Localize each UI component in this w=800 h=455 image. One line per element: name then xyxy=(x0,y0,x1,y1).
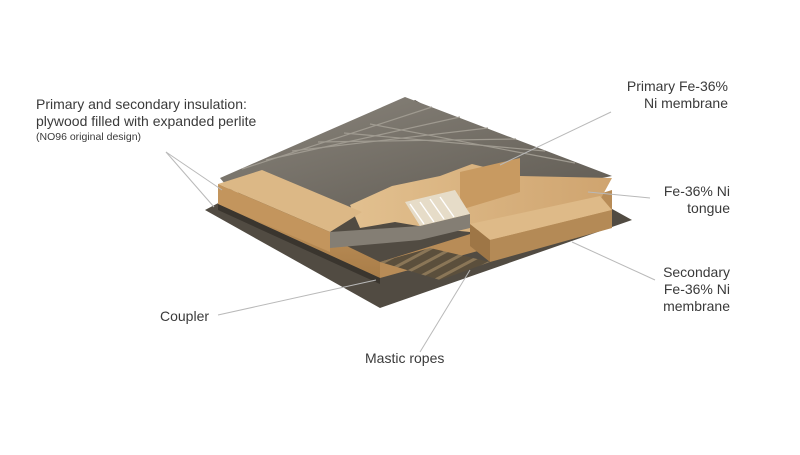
label-primary-membrane-line2: Ni membrane xyxy=(643,95,728,111)
leader-coupler xyxy=(217,279,377,316)
label-insulation: Primary and secondary insulation: plywoo… xyxy=(36,96,256,144)
label-tongue-line1: Fe-36% Ni xyxy=(663,183,730,199)
primary-insulation-step xyxy=(460,158,520,210)
label-secondary-membrane-line2: Fe-36% Ni xyxy=(663,281,730,297)
label-coupler: Coupler xyxy=(160,308,210,324)
leader-tongue xyxy=(587,191,651,199)
label-insulation-line1: Primary and secondary insulation: xyxy=(36,96,247,112)
secondary-insulation-left-front xyxy=(218,184,330,252)
label-insulation-note: (NO96 original design) xyxy=(36,131,142,143)
coupler-edge xyxy=(218,204,380,284)
label-secondary-membrane-line3: membrane xyxy=(663,298,730,314)
label-tongue: Fe-36% Ni tongue xyxy=(640,183,730,217)
leader-primary-membrane xyxy=(499,111,612,166)
leader-mastic xyxy=(419,269,471,353)
leader-insulation-b xyxy=(165,151,215,208)
label-secondary-membrane-line1: Secondary xyxy=(663,264,730,280)
primary-membrane-corrugations xyxy=(241,106,576,170)
leader-insulation-a xyxy=(165,151,223,191)
lower-insulation-right-front xyxy=(490,210,612,262)
leader-lines xyxy=(165,111,656,353)
label-secondary-membrane: Secondary Fe-36% Ni membrane xyxy=(640,264,730,315)
label-tongue-line2: tongue xyxy=(687,200,730,216)
lower-insulation-right-side xyxy=(470,224,490,262)
label-insulation-line2: plywood filled with expanded perlite xyxy=(36,113,257,129)
leader-secondary-membrane xyxy=(571,241,656,281)
mastic-ropes-area xyxy=(380,248,490,280)
label-primary-membrane: Primary Fe-36% Ni membrane xyxy=(598,78,728,112)
lower-insulation-right-top xyxy=(470,196,612,240)
label-mastic-ropes: Mastic ropes xyxy=(365,350,445,366)
secondary-insulation-left-top xyxy=(218,170,362,232)
label-primary-membrane-line1: Primary Fe-36% xyxy=(626,78,728,94)
tongue-ridges xyxy=(409,196,455,225)
secondary-membrane-cutaway xyxy=(330,214,470,248)
